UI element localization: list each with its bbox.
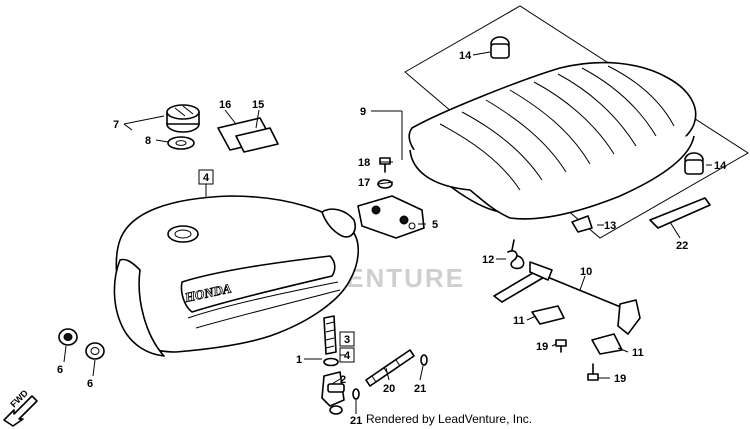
bolt-19b — [587, 363, 599, 381]
callout-3: 3 — [344, 334, 350, 346]
seat-hinge-11a — [531, 305, 565, 325]
callout-14a: 14 — [459, 50, 472, 62]
callout-6b: 6 — [87, 378, 93, 390]
callout-4-tank: 4 — [203, 172, 210, 184]
callout-12: 12 — [482, 254, 494, 266]
callout-19a: 19 — [536, 341, 548, 353]
forward-arrow-icon — [3, 395, 38, 427]
oring-3 — [323, 357, 339, 367]
callout-5: 5 — [432, 219, 438, 231]
fuel-cock-assembly — [321, 315, 345, 415]
emblem-15 — [235, 127, 279, 153]
tank-rear-mount-5 — [357, 195, 425, 239]
callout-box-3 — [339, 331, 355, 347]
callout-21a: 21 — [414, 383, 426, 395]
seat-hinge-11b — [591, 333, 623, 355]
callout-11a: 11 — [513, 315, 525, 327]
callout-box-4-tank — [198, 169, 214, 185]
fuel-cap-gasket — [167, 136, 195, 150]
fuel-strainer — [323, 315, 337, 355]
hose-clip-21b — [352, 388, 360, 400]
callout-box-4 — [339, 347, 355, 363]
callout-15: 15 — [252, 99, 264, 111]
render-credit: Rendered by LeadVenture, Inc. — [366, 412, 533, 426]
callout-18: 18 — [358, 157, 370, 169]
callout-21b: 21 — [350, 415, 362, 427]
forward-arrow: FWD — [3, 387, 38, 427]
seat-strap-22 — [649, 197, 711, 229]
callout-14b: 14 — [714, 160, 727, 172]
callout-20: 20 — [383, 383, 395, 395]
callout-17: 17 — [358, 177, 370, 189]
seat-pleats — [439, 65, 675, 191]
tank-cushion-6b — [85, 342, 105, 360]
leader-lines — [63, 51, 712, 414]
fuel-tank: HONDA — [113, 195, 360, 357]
callout-13: 13 — [604, 220, 616, 232]
fuel-cap-group — [166, 104, 200, 150]
tank-side-band — [180, 255, 336, 313]
callout-4-box: 4 — [344, 350, 351, 362]
seat-cushion-14-top — [490, 36, 510, 59]
bolt-19a — [555, 339, 567, 353]
bolt-18 — [379, 157, 391, 173]
callout-16: 16 — [219, 99, 231, 111]
seat-clip-13 — [571, 215, 593, 233]
callout-1: 1 — [296, 354, 302, 366]
callout-6a: 6 — [57, 364, 63, 376]
callout-2: 2 — [340, 374, 346, 386]
callout-8: 8 — [145, 135, 151, 147]
callout-9: 9 — [360, 106, 366, 118]
seat-lock-spring-12 — [507, 239, 525, 270]
fuel-hose-20 — [365, 349, 415, 387]
callout-11b: 11 — [632, 347, 644, 359]
hose-clip-21a — [420, 354, 428, 366]
callout-7: 7 — [113, 119, 119, 131]
seat-lock-rod-10 — [493, 261, 641, 335]
seat-base — [409, 135, 695, 220]
callout-22: 22 — [676, 240, 688, 252]
seat-assembly — [404, 5, 749, 239]
tank-cushion-6a — [58, 328, 78, 346]
callout-10: 10 — [580, 266, 592, 278]
seat-cushion-14-right — [684, 152, 704, 175]
callout-19b: 19 — [614, 373, 626, 385]
